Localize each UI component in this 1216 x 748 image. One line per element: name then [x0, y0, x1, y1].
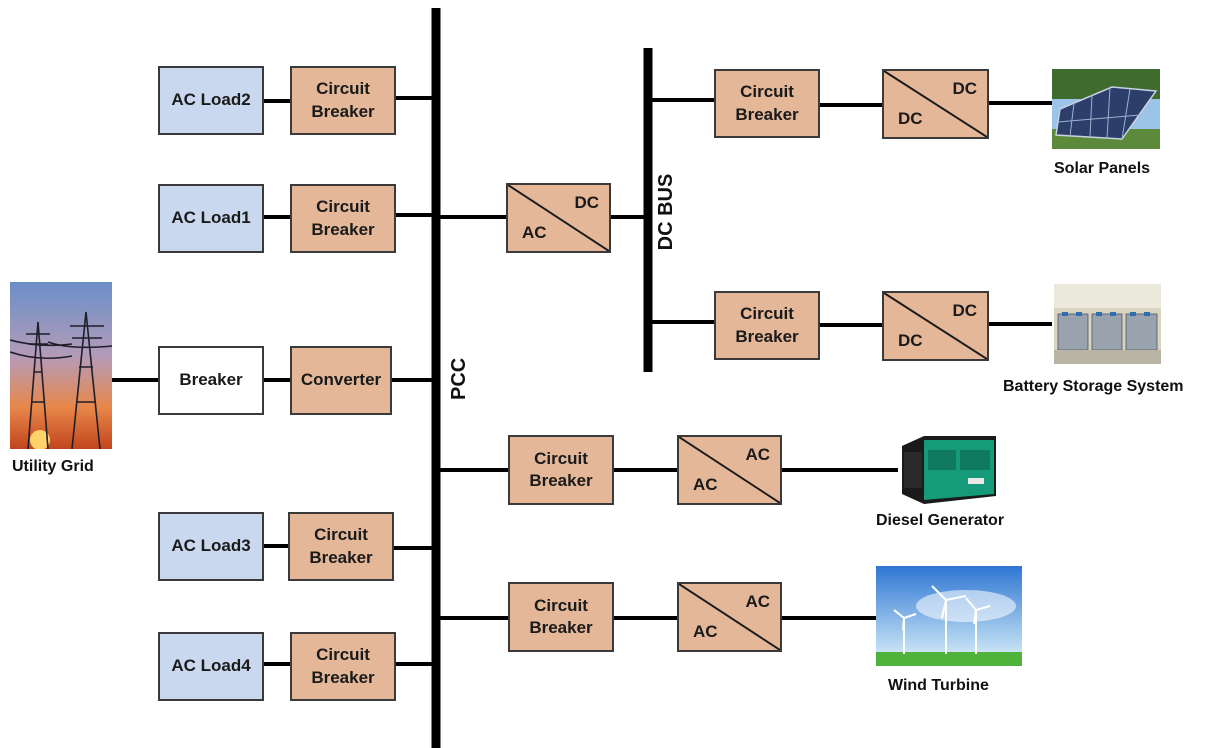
grid-breaker-box: Breaker [158, 346, 264, 415]
dc-dc-converter-solar: DC DC [882, 69, 989, 139]
grid-converter-box: Converter [290, 346, 392, 415]
diesel-generator-label: Diesel Generator [876, 512, 1005, 529]
utility-grid-image [10, 282, 112, 449]
circuit-breaker-load2: Circuit Breaker [290, 66, 396, 135]
diesel-generator-image [898, 432, 998, 508]
dc-dc-converter-battery: DC DC [882, 291, 989, 361]
dc-bus-label: DC BUS [655, 173, 677, 251]
ac-load2-box: AC Load2 [158, 66, 264, 135]
ac-load3-box: AC Load3 [158, 512, 264, 581]
circuit-breaker-load4: Circuit Breaker [290, 632, 396, 701]
circuit-breaker-solar: Circuit Breaker [714, 69, 820, 138]
ac-load4-box: AC Load4 [158, 632, 264, 701]
circuit-breaker-battery: Circuit Breaker [714, 291, 820, 360]
battery-storage-label: Battery Storage System [1003, 378, 1184, 395]
wind-turbine-image [876, 566, 1022, 666]
utility-grid-label: Utility Grid [12, 458, 94, 475]
circuit-breaker-load1: Circuit Breaker [290, 184, 396, 253]
pcc-label: PCC [448, 357, 470, 400]
circuit-breaker-wind: Circuit Breaker [508, 582, 614, 652]
battery-storage-image [1054, 284, 1161, 364]
ac-load1-box: AC Load1 [158, 184, 264, 253]
solar-panels-label: Solar Panels [1054, 160, 1151, 177]
ac-ac-converter-wind: AC AC [677, 582, 782, 652]
circuit-breaker-load3: Circuit Breaker [288, 512, 394, 581]
circuit-breaker-diesel: Circuit Breaker [508, 435, 614, 505]
ac-ac-converter-diesel: AC AC [677, 435, 782, 505]
ac-dc-converter: DC AC [506, 183, 611, 253]
connection-lines [112, 96, 1052, 666]
solar-panels-image [1052, 69, 1160, 149]
wind-turbine-label: Wind Turbine [888, 677, 989, 694]
